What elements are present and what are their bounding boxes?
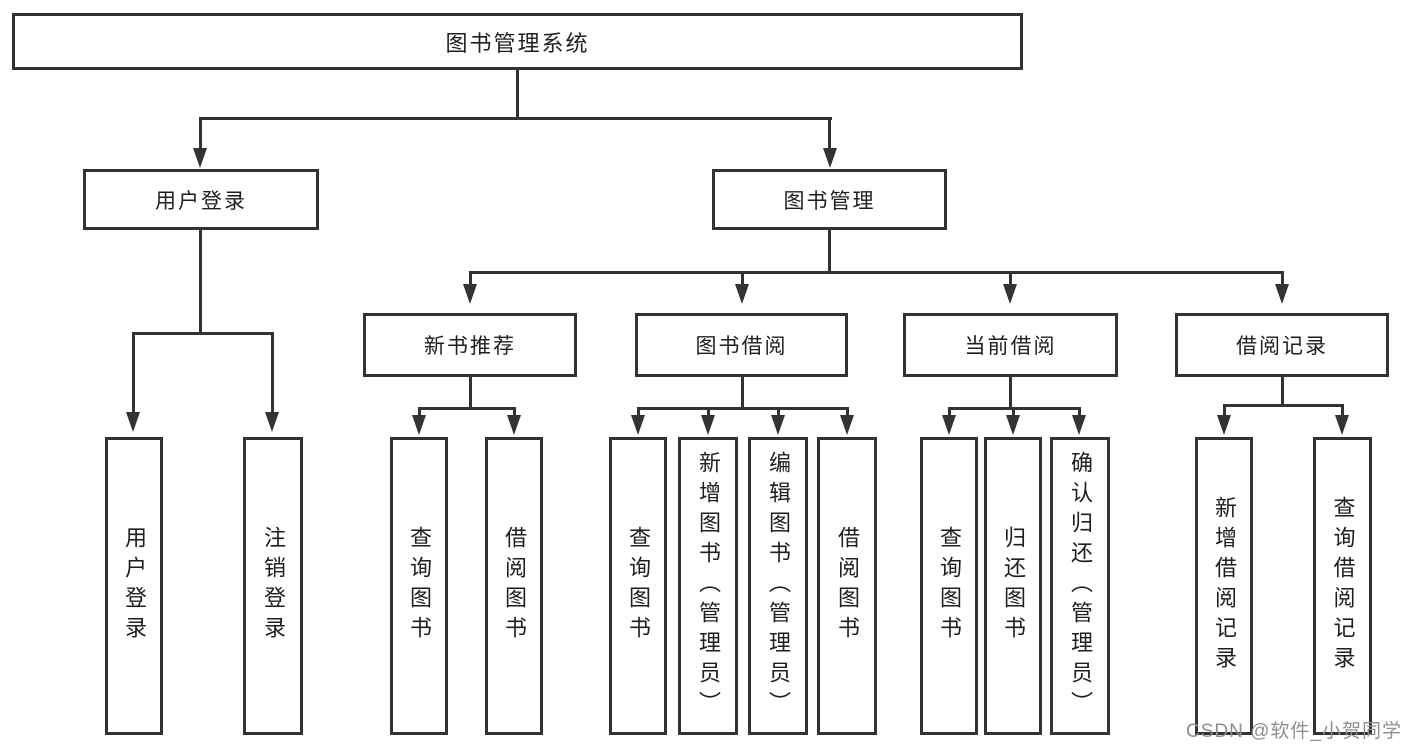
connector-line — [512, 407, 516, 417]
connector-line — [270, 332, 274, 413]
leaf-label: 新增图书（管理员） — [696, 451, 721, 721]
arrow-down-icon — [1275, 284, 1289, 304]
connector-line — [1008, 271, 1012, 285]
connector-line — [198, 230, 202, 334]
leaf-borrow-books-borrowing: 借阅图书 — [817, 437, 877, 735]
leaf-label: 用户登录 — [122, 526, 147, 646]
node-label: 用户登录 — [155, 189, 247, 213]
leaf-label: 确认归还（管理员） — [1068, 451, 1093, 721]
node-label: 当前借阅 — [964, 335, 1057, 358]
arrow-down-icon — [735, 284, 749, 304]
arrow-down-icon — [771, 415, 785, 435]
leaf-label: 编辑图书（管理员） — [766, 451, 791, 721]
leaf-label: 新增借阅记录 — [1212, 496, 1237, 676]
arrow-down-icon — [126, 412, 140, 432]
node-label: 图书管理系统 — [445, 30, 590, 56]
connector-line — [828, 230, 831, 274]
connector-line — [740, 376, 744, 410]
connector-line — [828, 117, 831, 149]
connector-line — [1280, 376, 1284, 407]
connector-line — [417, 407, 421, 417]
leaf-confirm-return-admin: 确认归还（管理员） — [1050, 437, 1110, 735]
node-label: 新书推荐 — [424, 335, 516, 358]
connector-line — [636, 407, 640, 417]
leaf-label: 注销登录 — [261, 526, 286, 646]
leaf-label: 查询图书 — [626, 526, 651, 646]
node-root-system: 图书管理系统 — [12, 13, 1023, 70]
connector-line — [1340, 404, 1344, 417]
node-label: 借阅记录 — [1236, 335, 1328, 358]
leaf-label: 查询借阅记录 — [1330, 496, 1356, 676]
arrow-down-icon — [193, 148, 207, 168]
arrow-down-icon — [631, 415, 645, 435]
node-new-book-recommend: 新书推荐 — [363, 313, 577, 377]
arrow-down-icon — [942, 415, 956, 435]
connector-line — [468, 271, 1284, 274]
node-current-borrowing: 当前借阅 — [903, 313, 1118, 377]
csdn-watermark: CSDN @软件_小贺同学 — [1186, 721, 1402, 742]
arrow-down-icon — [463, 284, 477, 304]
node-user-login-branch: 用户登录 — [83, 169, 319, 230]
connector-line — [198, 117, 202, 149]
connector-line — [1011, 407, 1015, 417]
leaf-return-books: 归还图书 — [984, 437, 1042, 735]
node-book-management: 图书管理 — [712, 169, 947, 230]
leaf-label: 查询图书 — [937, 526, 962, 646]
leaf-query-books-borrowing: 查询图书 — [609, 437, 667, 735]
connector-line — [1222, 404, 1344, 407]
connector-line — [1008, 376, 1012, 410]
arrow-down-icon — [1217, 415, 1231, 435]
connector-line — [1280, 271, 1284, 285]
leaf-user-login: 用户登录 — [105, 437, 163, 735]
node-label: 图书借阅 — [695, 335, 788, 358]
connector-line — [131, 332, 135, 413]
connector-line — [740, 271, 744, 285]
arrow-down-icon — [265, 412, 279, 432]
leaf-label: 借阅图书 — [502, 526, 527, 646]
connector-line — [468, 271, 472, 285]
connector-line — [1077, 407, 1081, 417]
connector-line — [131, 332, 274, 335]
arrow-down-icon — [507, 415, 521, 435]
leaf-add-books-admin: 新增图书（管理员） — [678, 437, 738, 735]
leaf-edit-books-admin: 编辑图书（管理员） — [748, 437, 808, 735]
connector-line — [947, 407, 951, 417]
arrow-down-icon — [1003, 284, 1017, 304]
connector-line — [845, 407, 849, 417]
connector-line — [1222, 404, 1226, 417]
leaf-borrow-books-recommend: 借阅图书 — [485, 437, 543, 735]
node-borrowing-records: 借阅记录 — [1175, 313, 1389, 377]
connector-line — [515, 70, 519, 118]
arrow-down-icon — [1335, 415, 1349, 435]
connector-line — [417, 407, 516, 410]
connector-line — [636, 407, 849, 410]
connector-line — [198, 117, 832, 120]
connector-line — [706, 407, 710, 417]
arrow-down-icon — [840, 415, 854, 435]
leaf-label: 借阅图书 — [835, 526, 860, 646]
leaf-query-borrow-record: 查询借阅记录 — [1313, 437, 1372, 735]
node-book-borrowing: 图书借阅 — [635, 313, 848, 377]
connector-line — [468, 376, 472, 410]
connector-line — [776, 407, 780, 417]
arrow-down-icon — [1006, 415, 1020, 435]
leaf-query-books-current: 查询图书 — [920, 437, 978, 735]
leaf-label: 查询图书 — [407, 526, 432, 646]
leaf-query-books-recommend: 查询图书 — [390, 437, 448, 735]
leaf-label: 归还图书 — [1001, 526, 1026, 646]
arrow-down-icon — [1072, 415, 1086, 435]
node-label: 图书管理 — [783, 189, 876, 213]
arrow-down-icon — [412, 415, 426, 435]
leaf-add-borrow-record: 新增借阅记录 — [1195, 437, 1253, 735]
arrow-down-icon — [701, 415, 715, 435]
leaf-logout: 注销登录 — [243, 437, 303, 735]
arrow-down-icon — [822, 148, 837, 168]
